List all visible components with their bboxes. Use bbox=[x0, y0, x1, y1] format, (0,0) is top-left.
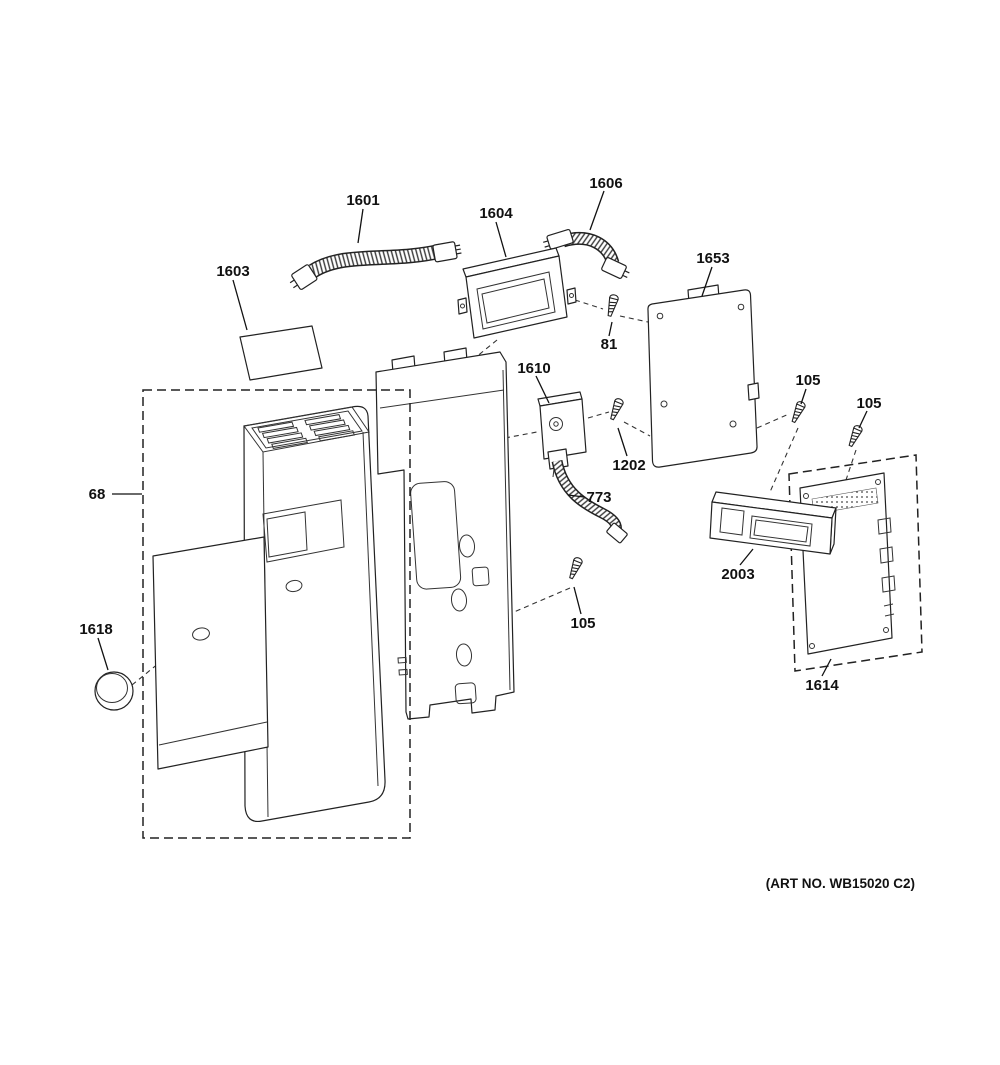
leader-1614 bbox=[821, 658, 832, 677]
bracket-oval-hole bbox=[455, 643, 473, 667]
bracket-cutout bbox=[410, 481, 462, 590]
display-unit-1604 bbox=[457, 247, 577, 339]
screw-105-c bbox=[566, 555, 584, 581]
latch-slot bbox=[749, 515, 813, 547]
leader-773 bbox=[567, 494, 585, 498]
insulation-pad-1603 bbox=[239, 325, 323, 381]
board-side-tab bbox=[747, 382, 760, 401]
front-overlay-sheet bbox=[152, 536, 269, 770]
leader-1653 bbox=[701, 266, 713, 297]
board-hole bbox=[809, 643, 815, 649]
part-label-105-c: 105 bbox=[570, 615, 595, 632]
latch-bracket-2003 bbox=[709, 491, 837, 555]
vent-slots bbox=[257, 414, 355, 449]
panel-body bbox=[243, 405, 386, 823]
screw-1202 bbox=[607, 396, 625, 422]
part-label-1202: 1202 bbox=[612, 457, 645, 474]
overlay-knob-hole bbox=[192, 627, 210, 641]
display-window-inner bbox=[266, 511, 308, 558]
leader-2003 bbox=[739, 548, 754, 566]
smart-board-1614 bbox=[788, 454, 923, 672]
bracket-detail bbox=[398, 668, 408, 676]
ribbon-cable-1606 bbox=[543, 228, 630, 279]
leader-81 bbox=[608, 321, 613, 337]
latch-slot-inner bbox=[753, 519, 809, 543]
part-label-2003: 2003 bbox=[721, 566, 754, 583]
ribbon-cable-1601 bbox=[289, 241, 462, 290]
part-label-1610: 1610 bbox=[517, 360, 550, 377]
board-hole bbox=[737, 303, 745, 311]
assembly-boundary-68 bbox=[142, 389, 411, 839]
mounting-ear bbox=[566, 287, 577, 305]
part-label-105-a: 105 bbox=[795, 372, 820, 389]
board-hole bbox=[660, 400, 668, 408]
leader-1606 bbox=[589, 190, 605, 231]
support-bracket bbox=[375, 347, 515, 720]
board-hole bbox=[883, 627, 889, 633]
bracket-oval-hole bbox=[450, 588, 468, 612]
ribbon-connector bbox=[601, 257, 630, 279]
art-number: (ART NO. WB15020 C2) bbox=[766, 876, 915, 891]
control-panel-assembly bbox=[152, 405, 386, 823]
leader-1601 bbox=[357, 208, 364, 244]
board-hole bbox=[729, 420, 737, 428]
panel-top-face bbox=[243, 406, 370, 453]
wire-harness-773 bbox=[551, 459, 628, 544]
part-label-1604: 1604 bbox=[479, 205, 513, 222]
screw-105-b bbox=[845, 423, 864, 449]
board-hole bbox=[875, 479, 881, 485]
leader-105-c bbox=[573, 586, 582, 615]
leader-1618 bbox=[97, 637, 109, 671]
ribbon-connector bbox=[543, 228, 574, 250]
harness-connector bbox=[606, 522, 628, 544]
panel-knob-hole bbox=[285, 579, 303, 593]
screw-81 bbox=[604, 293, 620, 318]
board-boundary bbox=[788, 454, 923, 672]
part-label-68: 68 bbox=[89, 486, 106, 503]
part-label-1653: 1653 bbox=[696, 250, 729, 267]
part-label-773: 773 bbox=[586, 489, 611, 506]
leader-1604 bbox=[495, 221, 507, 258]
part-label-1601: 1601 bbox=[346, 192, 379, 209]
part-label-1614: 1614 bbox=[805, 677, 839, 694]
bracket-detail bbox=[397, 656, 407, 664]
grille-bezel bbox=[251, 410, 363, 449]
display-window bbox=[262, 499, 345, 563]
ribbon-connector bbox=[289, 264, 318, 290]
part-label-1603: 1603 bbox=[216, 263, 249, 280]
part-label-81: 81 bbox=[601, 336, 618, 353]
control-board-1653 bbox=[647, 284, 760, 468]
leader-1610 bbox=[535, 375, 550, 404]
leader-1202 bbox=[617, 427, 628, 457]
board-hole bbox=[656, 312, 664, 320]
leader-1603 bbox=[232, 279, 248, 331]
bracket-oval-hole bbox=[458, 534, 476, 558]
part-label-105-b: 105 bbox=[856, 395, 881, 412]
mounting-ear bbox=[457, 297, 468, 315]
knob-1618 bbox=[94, 671, 134, 711]
board-hole bbox=[803, 493, 809, 499]
bracket-square-hole bbox=[454, 682, 477, 705]
screw-105-a bbox=[788, 399, 807, 425]
board-edge-connectors bbox=[877, 517, 896, 617]
bracket-square-hole bbox=[471, 566, 490, 587]
leader-105-a bbox=[800, 388, 807, 405]
leader-105-b bbox=[858, 410, 868, 429]
part-label-1618: 1618 bbox=[79, 621, 112, 638]
ribbon-connector bbox=[432, 241, 462, 263]
part-label-1606: 1606 bbox=[589, 175, 622, 192]
latch-slot bbox=[719, 507, 745, 536]
